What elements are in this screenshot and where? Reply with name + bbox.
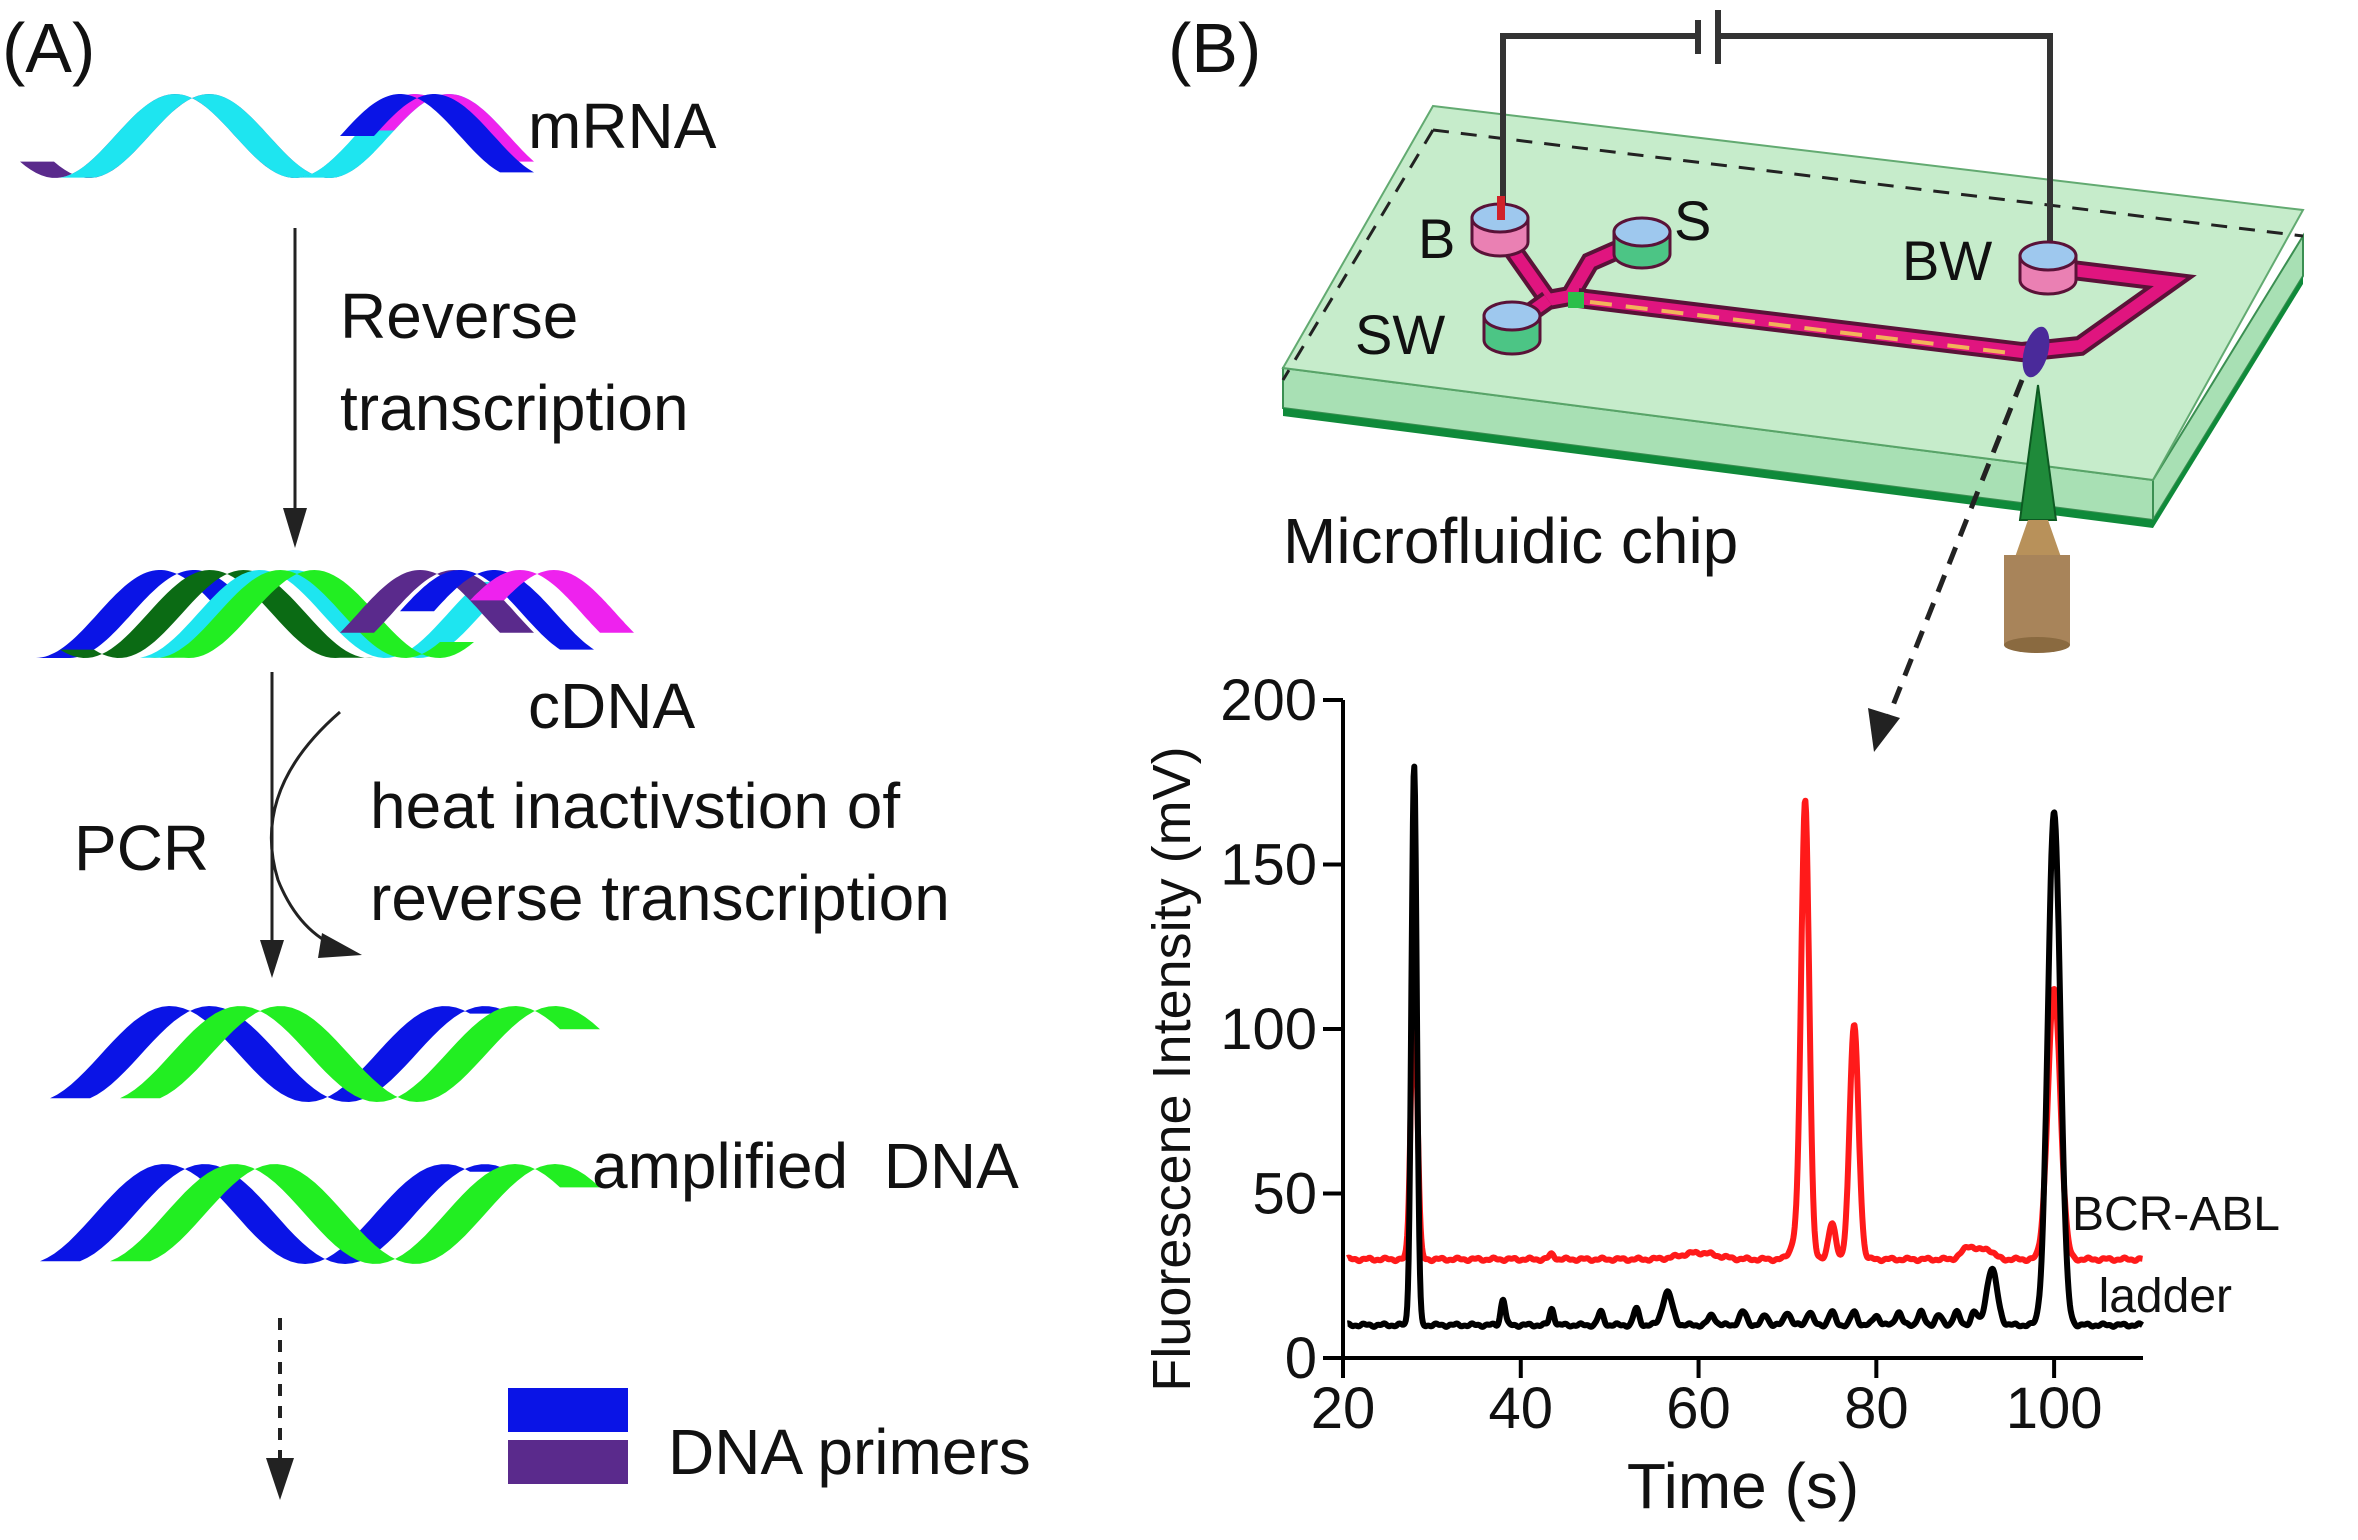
reservoir-sw [1482, 300, 1542, 356]
cdna-strand-blue-2 [400, 570, 594, 650]
primer-swatch-purple [508, 1440, 628, 1484]
amplified-dna-label: amplified DNA [592, 1130, 1019, 1202]
pcr-arrow-head [260, 940, 284, 978]
amp1-strand-blue [50, 1006, 510, 1102]
reverse-label: Reverse [340, 280, 578, 352]
mrna-helix [20, 94, 534, 178]
detection-dashed-arrow [1885, 379, 2025, 719]
x-tick-label: 100 [2006, 1376, 2103, 1441]
cdna-strand-cyan [140, 570, 514, 658]
amp2-strand-green [110, 1164, 600, 1264]
series-line-bcr-abl [1345, 797, 2145, 1265]
x-tick-label: 20 [1311, 1376, 1376, 1441]
series-line-ladder [1345, 763, 2145, 1330]
amp1-strand-green [120, 1006, 600, 1102]
mrna-strand-2 [300, 94, 504, 178]
reservoir-b [1470, 196, 1530, 258]
primers-legend-label: DNA primers [668, 1416, 1031, 1488]
electropherogram-chart: 0 50 100 150 200 20 40 60 80 100 Time (s) Fluoresc… [1142, 668, 2280, 1522]
mrna-label: mRNA [528, 90, 717, 162]
chart-labels: Time (s) Fluorescene Intensity (mV) BCR-AB… [1142, 746, 2280, 1522]
cdna-strand-darkgreen [60, 570, 374, 658]
mrna-strand [60, 94, 414, 178]
voltage-circuit [1500, 10, 2053, 246]
y-tick-label: 150 [1220, 833, 1317, 898]
primer-strand-purple [20, 94, 374, 178]
cdna-helix [36, 570, 634, 658]
series-label-ladder: ladder [2099, 1270, 2232, 1323]
x-tick-label: 80 [1844, 1376, 1909, 1441]
primer-strand-blue [340, 94, 534, 173]
series-label-bcr-abl: BCR-ABL [2072, 1188, 2280, 1241]
detection-dashed-arrow-head [1868, 708, 1900, 752]
detection-spot [2022, 326, 2050, 378]
y-axis-label: Fluorescene Intensity (mV) [1142, 746, 1202, 1391]
port-bw-label: BW [1902, 229, 1992, 292]
chart-series [1345, 763, 2145, 1330]
y-tick-label: 50 [1252, 1162, 1317, 1227]
cdna-strand-green [150, 570, 474, 658]
chart-axes: 0 50 100 150 200 20 40 60 80 100 [1220, 668, 2143, 1441]
heat-label-1: heat inactivstion of [370, 770, 900, 842]
pcr-label: PCR [74, 812, 209, 884]
heat-label-2: reverse transcription [370, 862, 950, 934]
panel-b-label: (B) [1168, 9, 1261, 87]
y-tick-label: 100 [1220, 997, 1317, 1062]
detector-probe [2004, 384, 2070, 653]
panel-a-label: (A) [2, 9, 95, 87]
x-tick-label: 40 [1489, 1376, 1554, 1441]
amplified-dna-helix-1 [50, 1006, 600, 1102]
port-sw-label: SW [1355, 303, 1445, 366]
cdna-strand-blue [36, 570, 254, 658]
heat-inactivation-arrow-head [318, 933, 362, 958]
x-tick-label: 60 [1666, 1376, 1731, 1441]
microchannel [1491, 226, 2197, 363]
reservoir-bw [2018, 240, 2078, 296]
y-tick-label: 0 [1285, 1326, 1317, 1391]
chip-label: Microfluidic chip [1283, 505, 1738, 577]
continue-dashed-arrow-head [266, 1458, 294, 1500]
amp2-strand-blue [40, 1164, 510, 1264]
x-axis-label: Time (s) [1627, 1450, 1859, 1522]
cdna-label: cDNA [528, 670, 695, 742]
port-b-label: B [1418, 207, 1455, 270]
primer-swatch-blue [508, 1388, 628, 1432]
reverse-transcription-arrow-head [283, 508, 307, 548]
port-s-label: S [1674, 189, 1711, 252]
reservoir-s [1612, 216, 1672, 270]
transcription-label: transcription [340, 372, 689, 444]
y-tick-label: 200 [1220, 668, 1317, 733]
cdna-strand-magenta [470, 570, 634, 633]
amplified-dna-helix-2 [40, 1164, 600, 1264]
heat-inactivation-arrow [269, 710, 346, 952]
